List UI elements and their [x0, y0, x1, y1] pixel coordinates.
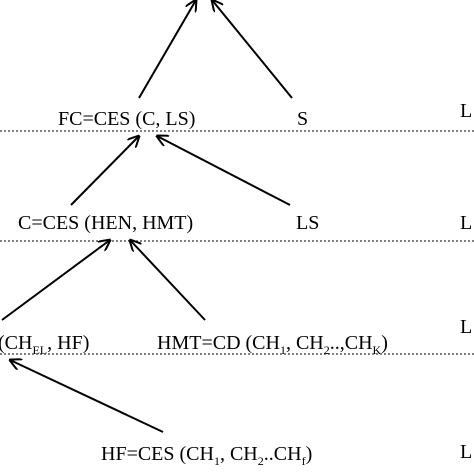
node-hf-mid2: ..CH [264, 443, 302, 465]
node-hen: (CHEL, HF) [0, 332, 89, 357]
node-hen-suffix: , HF) [47, 332, 89, 354]
node-hf-sub1: 1 [214, 454, 220, 468]
node-hmt-mid2: ..,CH [330, 332, 373, 354]
node-hmt: HMT=CD (CH1, CH2..,CHK) [157, 332, 388, 357]
node-hen-ch: CH [5, 332, 33, 354]
arrow-s-to-top [212, 0, 293, 99]
node-hmt-sub2: 2 [324, 343, 330, 357]
node-hmt-suffix: ) [381, 332, 388, 354]
node-hf-sub2: 2 [258, 454, 264, 468]
arrow-hmt-to-c [130, 240, 206, 321]
node-c: C=CES (HEN, HMT) [18, 212, 193, 234]
node-hen-prefix: ( [0, 332, 5, 354]
node-hmt-sub1: 1 [280, 343, 286, 357]
node-ls: LS [296, 212, 319, 234]
node-hf-mid1: , CH [220, 443, 258, 465]
arrow-hen-to-c [1, 240, 110, 321]
arrow-ls-to-fc [157, 136, 291, 206]
node-hen-sub-el: EL [32, 343, 47, 357]
node-hmt-mid1: , CH [286, 332, 324, 354]
node-hmt-prefix: HMT=CD (CH [157, 332, 280, 354]
level-label-1: L [460, 100, 472, 122]
level-label-2: L [460, 212, 472, 234]
arrow-fc-to-top [138, 0, 196, 99]
node-hmt-subk: K [373, 343, 382, 357]
node-hf-subf: f [302, 454, 306, 468]
node-fc: FC=CES (C, LS) [58, 108, 195, 130]
node-hf: HF=CES (CH1, CH2..CHf) [101, 443, 312, 468]
arrow-c-to-fc [70, 136, 139, 206]
node-hf-suffix: ) [306, 443, 313, 465]
level-label-3: L [460, 316, 472, 338]
arrow-hf-to-hen [10, 360, 164, 433]
level-label-4: L [460, 441, 472, 463]
node-s: S [297, 108, 308, 130]
node-hf-prefix: HF=CES (CH [101, 443, 214, 465]
